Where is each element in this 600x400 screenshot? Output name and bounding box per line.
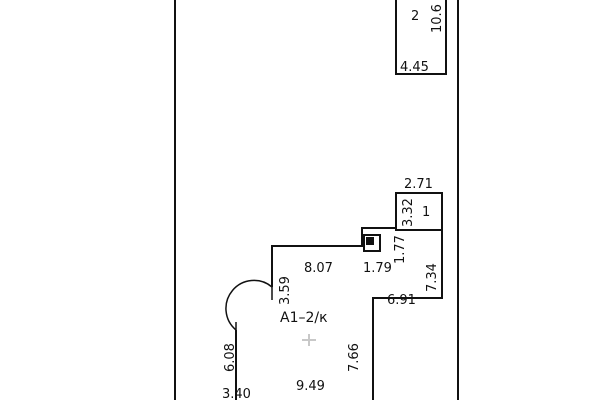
dim-niche-width: 1.79 (363, 261, 392, 276)
dim-top-width: 8.07 (304, 261, 333, 276)
niche-fill-icon (366, 237, 374, 245)
dim-bottom-width: 9.49 (296, 379, 325, 394)
main-room-outline (271, 227, 443, 400)
dim-niche-height: 1.77 (393, 235, 408, 264)
small-room-width: 2.71 (404, 177, 433, 192)
dim-inner-height: 7.66 (347, 343, 362, 372)
small-room-number: 1 (422, 205, 430, 220)
dim-right-height: 7.34 (425, 263, 440, 292)
upper-room-2: 2 10.6 4.45 (395, 0, 447, 75)
bay-window-arc (225, 279, 273, 331)
small-room-1: 2.71 3.32 1 (395, 177, 443, 231)
dim-bottom-left: 3.40 (222, 387, 251, 400)
dim-left-step: 3.59 (278, 276, 293, 305)
dim-left-height: 6.08 (223, 343, 238, 372)
upper-room-width: 4.45 (400, 60, 429, 75)
room-code: A1–2/к (280, 310, 328, 326)
dim-right-step: 6.91 (387, 293, 416, 308)
upper-room-number: 2 (411, 9, 419, 24)
upper-room-outline (395, 0, 447, 75)
center-marker-icon (302, 334, 316, 346)
main-room: 3.59 8.07 1.79 1.77 7.34 6.91 7.66 6.08 … (222, 227, 443, 400)
upper-room-area: 10.6 (430, 4, 445, 33)
small-room-height: 3.32 (401, 198, 416, 227)
niche-box-icon (363, 234, 381, 252)
